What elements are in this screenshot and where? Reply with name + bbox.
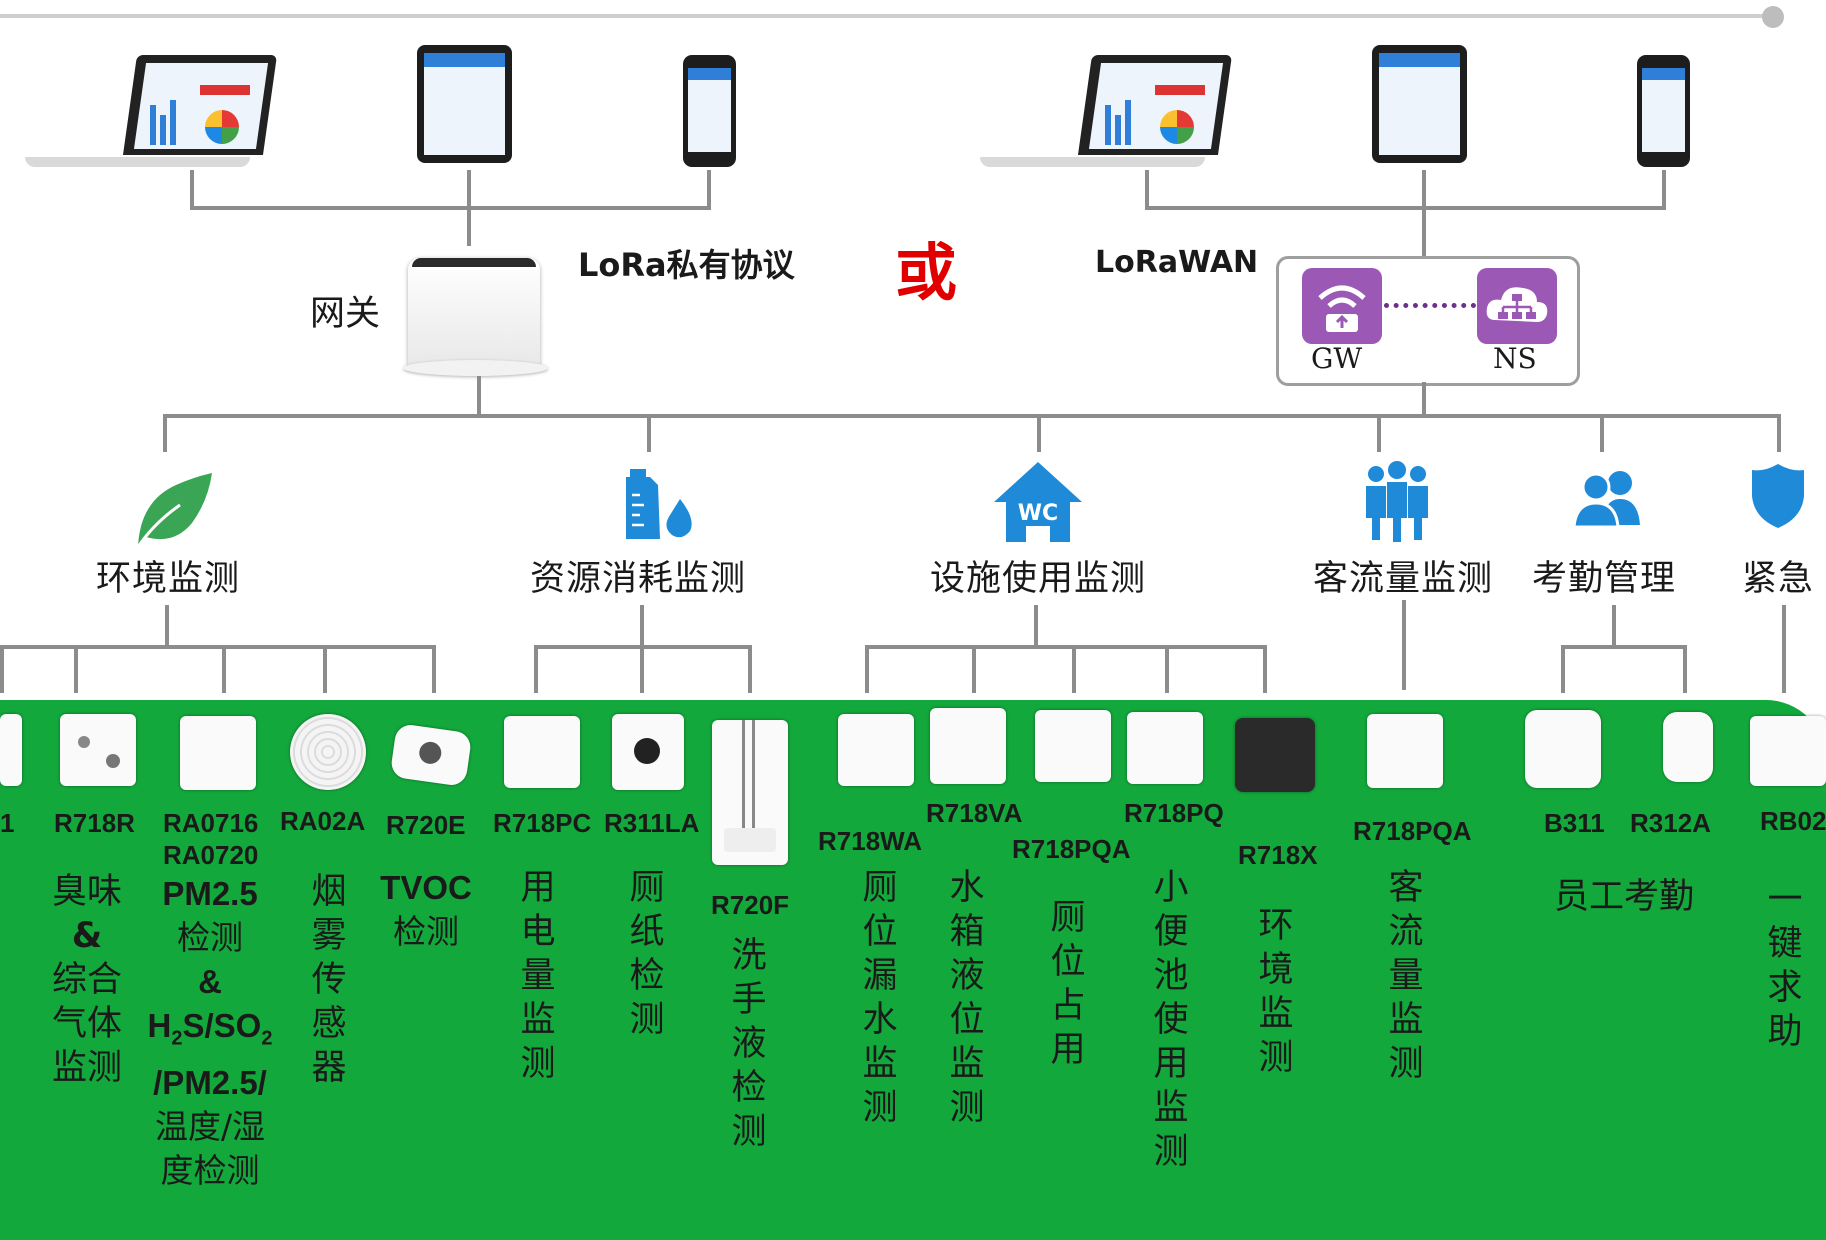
model-r718pqa-2: R718PQA xyxy=(1353,816,1472,846)
private-protocol-label: LoRa私有协议 xyxy=(578,246,795,284)
device-image-r718wa xyxy=(838,714,914,786)
desc-r718pc: 用电量监测 xyxy=(520,868,556,1084)
model-1: 1 xyxy=(0,808,15,838)
category-environment: 环境监测 xyxy=(96,559,241,599)
device-image-r718pq xyxy=(1127,712,1203,784)
leaf-icon xyxy=(128,465,214,555)
device-image-r718va xyxy=(930,708,1006,784)
model-r720f: R720F xyxy=(711,890,790,920)
gw-label: GW xyxy=(1311,342,1363,375)
device-image-ra02a xyxy=(290,714,366,790)
model-rb02: RB02 xyxy=(1760,806,1826,836)
desc-r718pqa: 厕位占用 xyxy=(1050,898,1086,1070)
model-ra02a: RA02A xyxy=(280,806,366,836)
category-footfall: 客流量监测 xyxy=(1313,559,1494,599)
category-facilities: 设施使用监测 xyxy=(930,559,1147,599)
model-r718r: R718R xyxy=(54,808,135,838)
model-r312a: R312A xyxy=(1630,808,1711,838)
model-b311: B311 xyxy=(1544,808,1605,838)
people-group-icon xyxy=(1356,458,1438,548)
model-r718pqa: R718PQA xyxy=(1012,834,1131,864)
device-image-r718x xyxy=(1235,718,1315,792)
ns-label: NS xyxy=(1493,342,1537,375)
desc-r718pq: 小便池使用监测 xyxy=(1153,868,1189,1172)
model-r311la: R311LA xyxy=(604,808,700,838)
desc-ra02a: 烟雾传感器 xyxy=(311,872,347,1088)
lorawan-label: LoRaWAN xyxy=(1095,245,1259,280)
device-image-r720f xyxy=(712,720,788,865)
svg-text:WC: WC xyxy=(1018,501,1058,526)
device-image-ra0716 xyxy=(180,716,256,790)
desc-r718r: 臭味 & 综合 气体 监测 xyxy=(51,872,122,1088)
category-attendance: 考勤管理 xyxy=(1532,559,1677,599)
desc-r718pqa-2: 客流量监测 xyxy=(1388,868,1424,1084)
wifi-router-icon xyxy=(1302,268,1382,344)
model-r720e: R720E xyxy=(386,810,466,840)
device-image-r312a xyxy=(1663,712,1713,782)
users-icon xyxy=(1572,465,1644,533)
model-ra0716: RA0716 xyxy=(163,808,259,838)
device-panel xyxy=(0,700,1826,1240)
network-server-icon xyxy=(1477,268,1557,344)
device-image-b311 xyxy=(1525,710,1601,788)
desc-r720f: 洗手液检测 xyxy=(731,936,767,1152)
category-emergency: 紧急 xyxy=(1742,559,1815,599)
model-r718va: R718VA xyxy=(926,798,1023,828)
dotted-link xyxy=(1384,303,1476,308)
top-divider xyxy=(0,14,1775,18)
device-image-r718r xyxy=(60,714,136,786)
model-r718pq: R718PQ xyxy=(1124,798,1224,828)
top-divider-knob xyxy=(1762,6,1784,28)
model-r718pc: R718PC xyxy=(493,808,592,838)
device-image-r718pqa xyxy=(1035,710,1111,782)
gateway-label: 网关 xyxy=(310,294,381,334)
model-r718x: R718X xyxy=(1238,840,1318,870)
desc-r718va: 水箱液位监测 xyxy=(949,868,985,1128)
category-resources: 资源消耗监测 xyxy=(530,559,747,599)
device-image-1 xyxy=(0,714,22,786)
device-image-r720e xyxy=(389,722,473,788)
main-bus xyxy=(163,414,1781,418)
shield-icon xyxy=(1750,462,1806,534)
desc-r311la: 厕纸检测 xyxy=(629,868,665,1040)
desc-r718wa: 厕位漏水监测 xyxy=(862,868,898,1128)
desc-ra0716: PM2.5 检测 & H2S/SO2 /PM2.5/ 温度/湿 度检测 xyxy=(147,875,273,1190)
wc-house-icon: WC xyxy=(990,458,1086,548)
water-drop-icon xyxy=(620,455,702,545)
device-image-r311la xyxy=(612,714,684,790)
device-image-r718pqa-2 xyxy=(1367,714,1443,788)
model-r718wa: R718WA xyxy=(818,826,923,856)
or-label: 或 xyxy=(895,236,958,309)
desc-attendance: 员工考勤 xyxy=(1553,877,1694,917)
model-ra0720: RA0720 xyxy=(163,840,259,870)
desc-r718x: 环境监测 xyxy=(1258,906,1294,1078)
desc-r720e: TVOC 检测 xyxy=(380,869,472,951)
desc-rb02: 一键求助 xyxy=(1767,880,1803,1052)
device-image-r718pc xyxy=(504,716,580,788)
device-image-rb02 xyxy=(1750,716,1826,786)
